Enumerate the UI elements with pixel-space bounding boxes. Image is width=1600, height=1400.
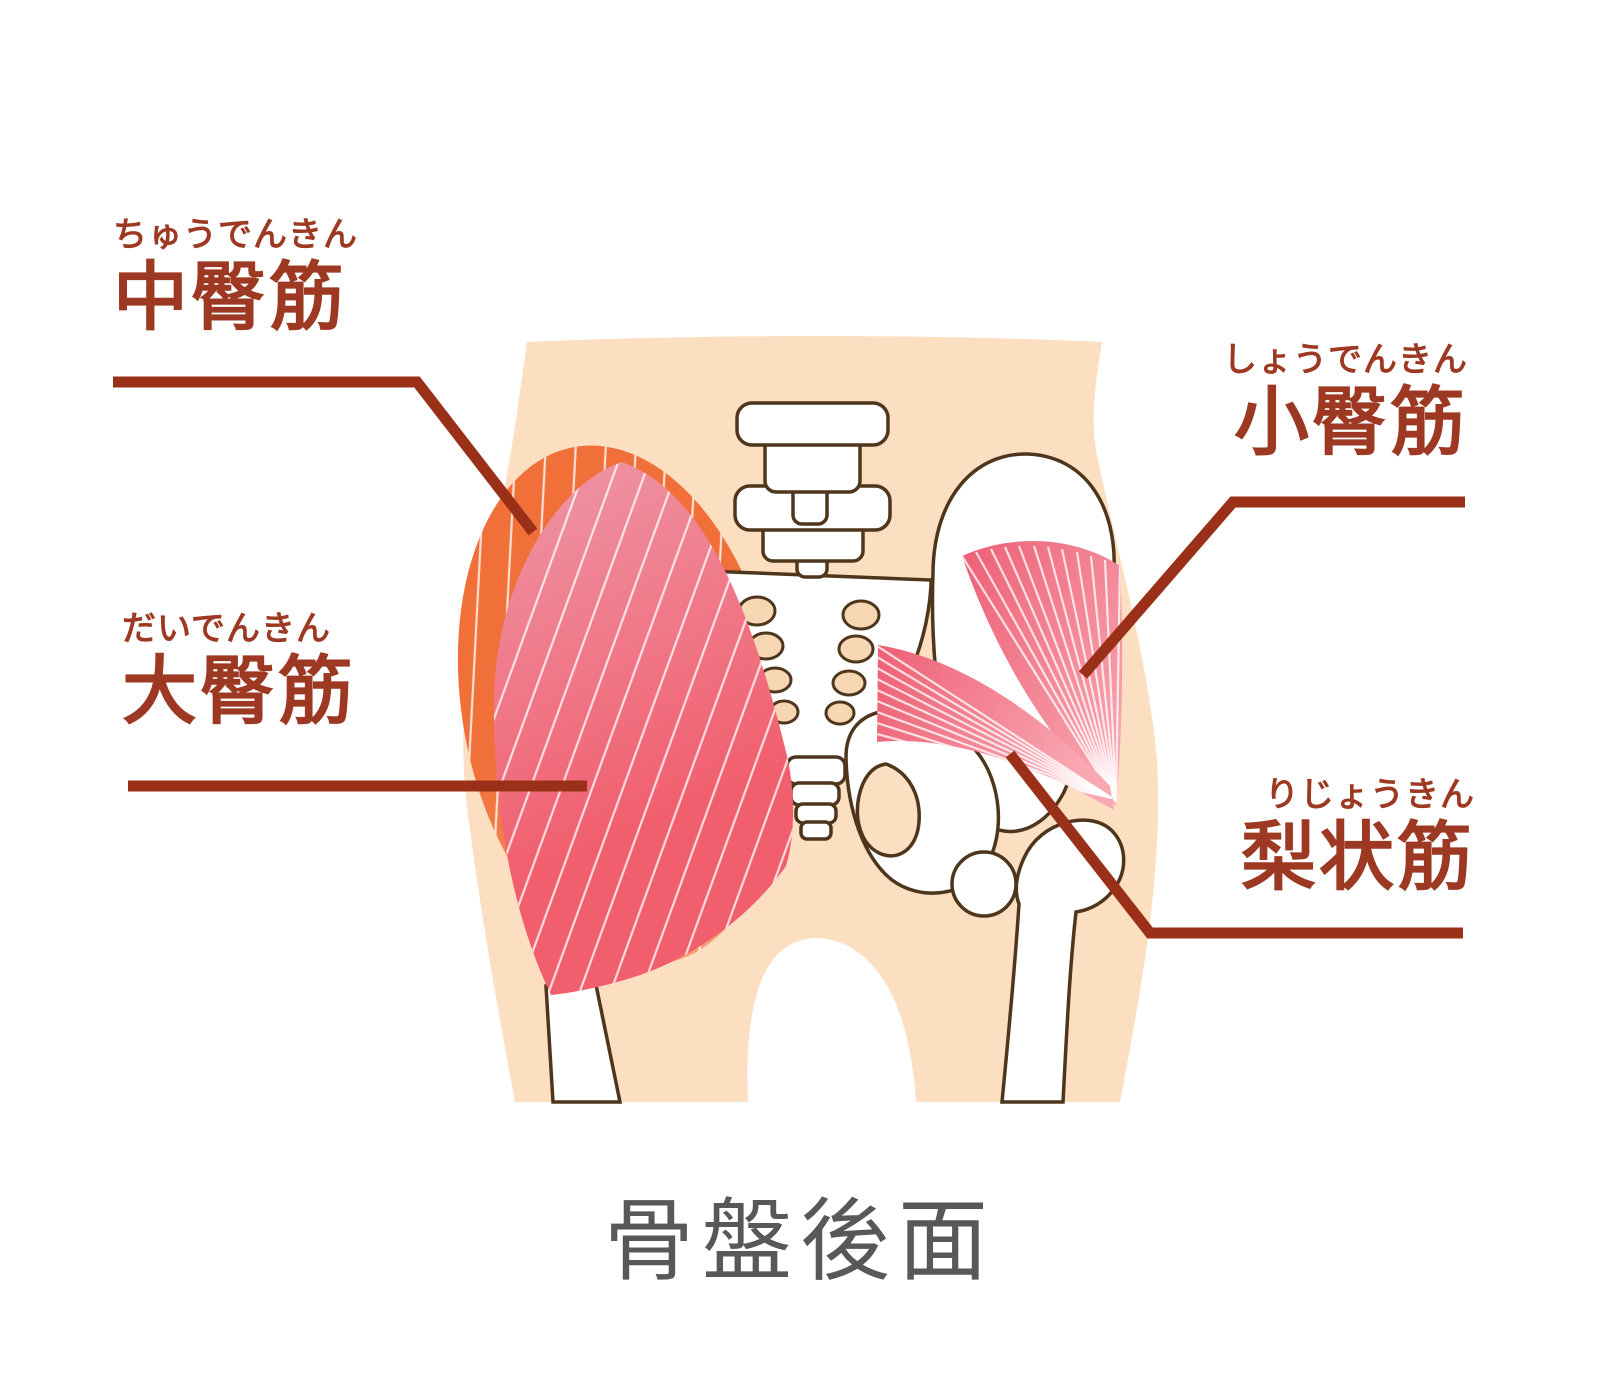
furigana-piriformis: りじょうきん xyxy=(1265,775,1475,815)
label-gluteus-minimus: しょうでんきん 小臀筋 xyxy=(1223,343,1468,460)
gluteus-minimus-muscle xyxy=(962,541,1123,806)
furigana-gluteus-maximus: だいでんきん xyxy=(122,609,331,649)
femoral-head-bone xyxy=(950,850,1018,918)
kanji-gluteus-minimus: 小臀筋 xyxy=(1233,378,1468,466)
label-gluteus-maximus: だいでんきん 大臀筋 xyxy=(122,612,356,729)
leader-line-piriformis xyxy=(1005,750,1463,939)
diagram-title: 骨盤後面 xyxy=(604,1189,996,1294)
vertebra-upper xyxy=(735,401,890,526)
femur-right-bone xyxy=(1000,818,1126,1104)
kanji-gluteus-maximus: 大臀筋 xyxy=(122,647,357,735)
leader-line-gluteus-medius xyxy=(113,376,538,536)
label-gluteus-medius: ちゅうでんきん 中臀筋 xyxy=(113,218,358,335)
leader-line-gluteus-minimus xyxy=(1078,496,1465,679)
kanji-piriformis: 梨状筋 xyxy=(1240,813,1475,901)
furigana-gluteus-medius: ちゅうでんきん xyxy=(113,215,358,255)
kanji-gluteus-medius: 中臀筋 xyxy=(113,253,348,341)
label-piriformis: りじょうきん 梨状筋 xyxy=(1241,778,1475,895)
gluteus-maximus-muscle xyxy=(493,462,794,995)
furigana-gluteus-minimus: しょうでんきん xyxy=(1223,340,1468,380)
